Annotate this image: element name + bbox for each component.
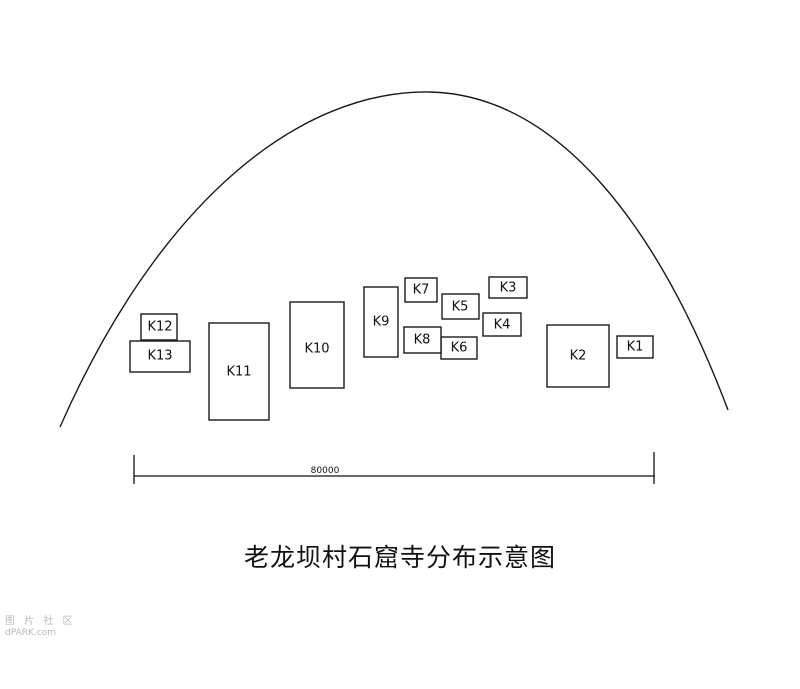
cave-k3-label: K3	[500, 281, 517, 296]
watermark: 图 片 社 区 dPARK.com	[5, 616, 76, 638]
cave-k1-box	[616, 335, 654, 359]
cave-group-k1: K1	[616, 335, 654, 359]
cave-k11-label: K11	[226, 365, 251, 380]
cave-group-k10: K10	[289, 301, 345, 389]
cave-k1-label: K1	[627, 340, 644, 355]
cave-k2-box	[546, 324, 610, 388]
watermark-line-2: dPARK.com	[5, 627, 56, 638]
cave-group-k9: K9	[363, 286, 399, 358]
cave-group-k2: K2	[546, 324, 610, 388]
cave-k8-box	[403, 326, 442, 354]
cave-k5-label: K5	[452, 300, 469, 315]
cave-k13-box	[129, 340, 191, 373]
cave-k2-label: K2	[570, 349, 587, 364]
scale-bar-label: 80000	[311, 466, 340, 476]
mound-outline	[59, 91, 729, 428]
cave-group-k3: K3	[488, 276, 528, 299]
cave-k7-box	[404, 277, 438, 303]
cave-group-k7: K7	[404, 277, 438, 303]
cave-k9-box	[363, 286, 399, 358]
cave-k12-box	[140, 313, 178, 341]
scale-bar: 80000	[133, 452, 655, 484]
cave-group-k11: K11	[208, 322, 270, 421]
cave-group-k5: K5	[441, 293, 480, 320]
cave-k6-label: K6	[451, 341, 468, 356]
cave-group-k6: K6	[440, 336, 478, 360]
cave-k13-label: K13	[147, 349, 172, 364]
cave-k10-label: K10	[304, 342, 329, 357]
cave-group-k12: K12	[140, 313, 178, 341]
cave-k9-label: K9	[373, 315, 390, 330]
cave-k4-label: K4	[494, 318, 511, 333]
cave-k11-box	[208, 322, 270, 421]
diagram-caption: 老龙坝村石窟寺分布示意图	[243, 543, 556, 572]
cave-k12-label: K12	[147, 320, 172, 335]
cave-k4-box	[482, 312, 522, 337]
cave-group-k8: K8	[403, 326, 442, 354]
cave-group-k13: K13	[129, 340, 191, 373]
cave-k10-box	[289, 301, 345, 389]
cave-k8-label: K8	[414, 333, 431, 348]
cave-k7-label: K7	[413, 283, 430, 298]
cave-k5-box	[441, 293, 480, 320]
cave-k3-box	[488, 276, 528, 299]
watermark-line-1: 图 片 社 区	[5, 616, 76, 627]
cave-group-k4: K4	[482, 312, 522, 337]
